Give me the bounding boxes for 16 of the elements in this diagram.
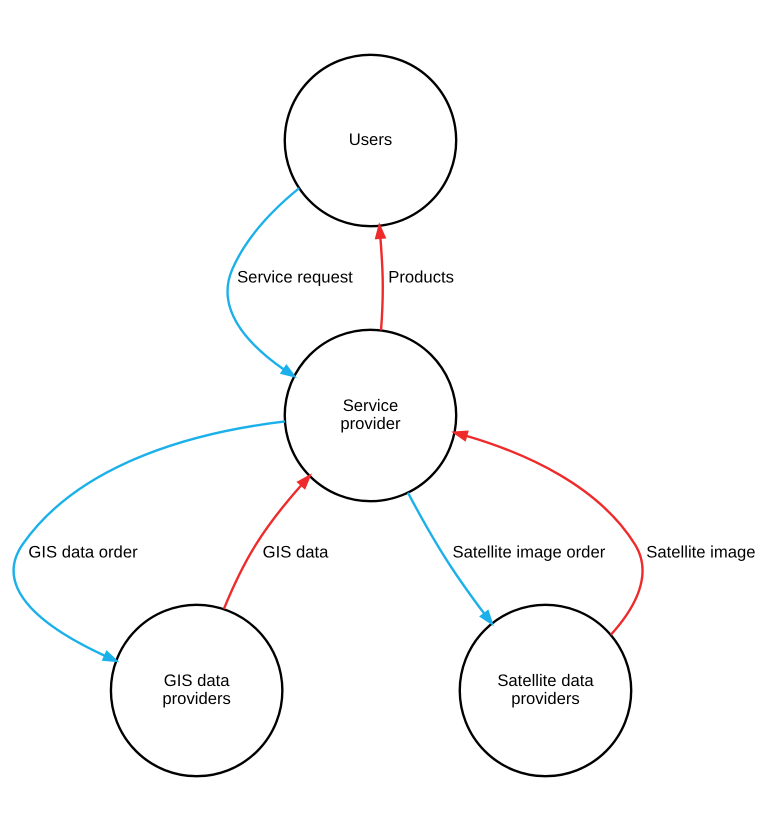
node-circle: Users bbox=[284, 53, 458, 227]
node-circle: Satellite data providers bbox=[458, 603, 632, 777]
edge-label: GIS data order bbox=[28, 542, 138, 561]
arrow bbox=[451, 430, 644, 635]
edge-label: Satellite image bbox=[646, 542, 756, 561]
arrow bbox=[406, 492, 494, 626]
edge-label: Service request bbox=[237, 266, 353, 286]
edge-label: Satellite image order bbox=[452, 542, 606, 561]
arrow bbox=[226, 186, 300, 378]
node-circle: Service provider bbox=[284, 328, 458, 502]
arrow bbox=[12, 420, 286, 662]
edge-label: GIS data bbox=[262, 542, 328, 561]
edge-label: Products bbox=[388, 266, 454, 286]
node-circle: GIS data providers bbox=[110, 603, 284, 777]
arrow bbox=[374, 222, 386, 330]
arrow bbox=[222, 472, 312, 609]
